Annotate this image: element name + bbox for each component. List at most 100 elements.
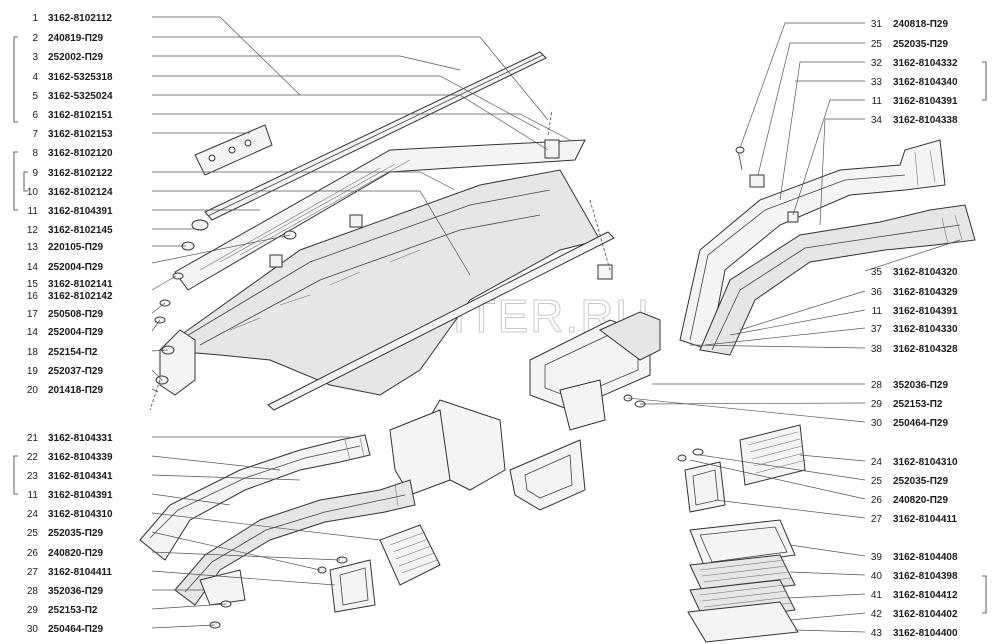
part-number-label: 240819-П29: [48, 33, 103, 44]
part-number-label: 220105-П29: [48, 242, 103, 253]
part-number-label: 240820-П29: [893, 495, 948, 506]
callout-number: 22: [27, 452, 39, 463]
callout-number: 42: [871, 609, 883, 620]
part-number-label: 3162-8102112: [48, 13, 112, 24]
callout-number: 39: [871, 552, 883, 563]
callout-number: 28: [27, 586, 39, 597]
part-number-label: 3162-8104411: [893, 514, 957, 525]
callout-number: 19: [27, 366, 39, 377]
callout-number: 26: [871, 495, 883, 506]
part-number-label: 3162-8104412: [893, 590, 958, 601]
part-number-label: 252035-П29: [48, 528, 103, 539]
callout-number: 25: [871, 39, 883, 50]
cabin-filter-stack: [687, 519, 799, 643]
callout-number: 24: [871, 457, 883, 468]
callout-number: 40: [871, 571, 883, 582]
callout-number: 27: [871, 514, 883, 525]
callout-number: 23: [27, 471, 39, 482]
part-number-label: 252004-П29: [48, 262, 103, 273]
part-number-label: 252035-П29: [893, 39, 948, 50]
part-number-label: 3162-8104331: [48, 433, 113, 444]
right-air-duct-assembly: [679, 139, 976, 356]
part-number-label: 3162-8104400: [893, 628, 958, 639]
part-number-label: 252035-П29: [893, 476, 948, 487]
part-number-label: 3162-8104332: [893, 58, 958, 69]
clip-part: [544, 139, 560, 159]
callout-number: 25: [871, 476, 883, 487]
callout-number: 38: [871, 344, 883, 355]
part-number-label: 3162-8102145: [48, 225, 113, 236]
part-number-label: 3162-8102142: [48, 291, 113, 302]
part-number-label: 3162-5325318: [48, 72, 113, 83]
callout-number: 37: [871, 324, 883, 335]
part-number-label: 3162-8104391: [893, 306, 958, 317]
part-number-label: 3162-8104411: [48, 567, 112, 578]
part-number-label: 3162-8104391: [48, 206, 113, 217]
part-number-label: 3162-8104391: [48, 490, 113, 501]
right-vent-grille: [677, 424, 807, 513]
callout-number: 2: [32, 33, 38, 44]
callout-number: 1: [32, 13, 38, 24]
callout-number: 29: [871, 399, 883, 410]
callout-number: 31: [871, 19, 883, 30]
part-number-label: 252037-П29: [48, 366, 103, 377]
callout-number: 41: [871, 590, 883, 601]
callout-number: 32: [871, 58, 883, 69]
clip-part: [597, 264, 613, 280]
part-number-label: 3162-8102120: [48, 148, 113, 159]
center-vent-assembly: [389, 311, 661, 511]
callout-number: 11: [872, 96, 883, 107]
left-vent-grille: [209, 524, 441, 629]
callout-number: 8: [32, 148, 38, 159]
callout-number: 14: [27, 327, 39, 338]
callout-number: 30: [871, 418, 883, 429]
callout-number: 20: [27, 385, 39, 396]
callout-number: 12: [27, 225, 39, 236]
part-number-label: 3162-8104340: [893, 77, 958, 88]
part-number-label: 3162-5325024: [48, 91, 113, 102]
part-number-label: 352036-П29: [893, 380, 948, 391]
callout-number: 28: [871, 380, 883, 391]
part-number-label: 3162-8104320: [893, 267, 958, 278]
callout-number: 9: [32, 168, 38, 179]
part-number-label: 3162-8104310: [893, 457, 958, 468]
callout-number: 18: [27, 347, 39, 358]
part-number-label: 3162-8104391: [893, 96, 958, 107]
part-number-label: 352036-П29: [48, 586, 103, 597]
part-number-label: 3162-8104338: [893, 115, 958, 126]
callout-number: 17: [27, 309, 39, 320]
callout-number: 11: [28, 206, 39, 217]
callout-number: 5: [32, 91, 38, 102]
callout-number: 10: [27, 187, 39, 198]
part-number-label: 3162-8104339: [48, 452, 113, 463]
callout-number: 16: [27, 291, 39, 302]
part-number-label: 240820-П29: [48, 548, 103, 559]
callout-number: 21: [27, 433, 39, 444]
callout-number: 26: [27, 548, 39, 559]
callout-number: 43: [871, 628, 883, 639]
callout-number: 27: [27, 567, 39, 578]
callout-number: 15: [27, 279, 39, 290]
part-number-label: 252153-П2: [893, 399, 943, 410]
part-number-label: 250464-П29: [48, 624, 103, 635]
part-number-label: 240818-П29: [893, 19, 948, 30]
callout-number: 13: [27, 242, 39, 253]
callout-number: 24: [27, 509, 39, 520]
leader-lines: [151, 16, 961, 633]
callout-number: 6: [32, 110, 38, 121]
group-brackets: [13, 36, 987, 614]
callout-number: 3: [32, 52, 38, 63]
part-number-label: 3162-8104402: [893, 609, 958, 620]
part-number-label: 3162-8102151: [48, 110, 113, 121]
label-column-right-bottom: 24 3162-8104310 25 252035-П29 26 240820-П29 27…: [871, 457, 958, 639]
callout-number: 25: [27, 528, 39, 539]
dashboard-duct-assembly: [149, 51, 615, 411]
callout-number: 34: [871, 115, 883, 126]
part-number-label: 3162-8104310: [48, 509, 113, 520]
part-number-label: 250464-П29: [893, 418, 948, 429]
part-number-label: 252153-П2: [48, 605, 98, 616]
callout-number: 7: [32, 129, 38, 140]
callout-number: 36: [871, 287, 883, 298]
